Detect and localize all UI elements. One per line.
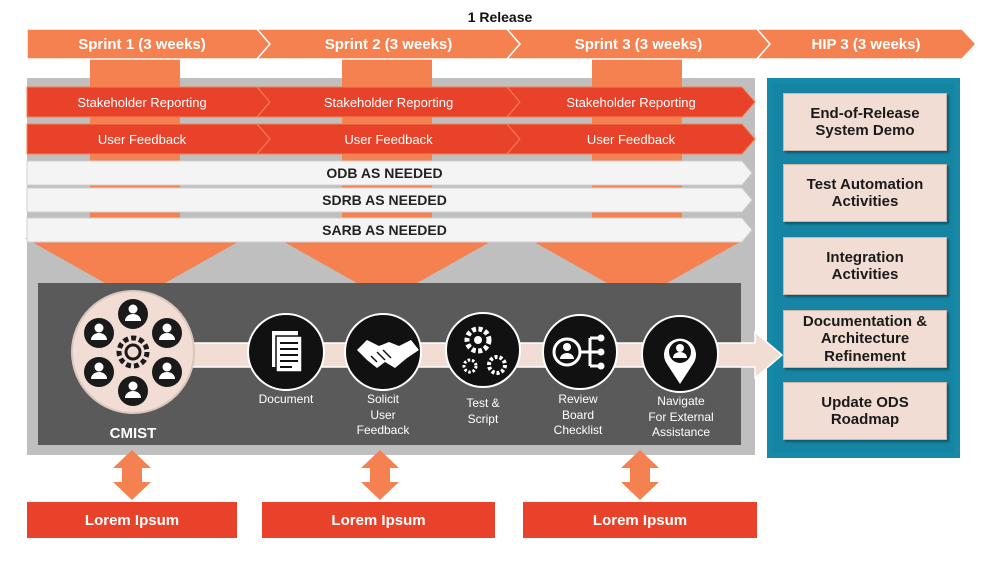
review-board-icon: [542, 314, 618, 390]
double-arrow-icon: [621, 450, 659, 500]
board-arrows: [26, 160, 753, 243]
board-label-sdrb: SDRB AS NEEDED: [322, 192, 447, 208]
board-label-odb: ODB AS NEEDED: [326, 165, 443, 181]
stakeholder-reporting-label: Stakeholder Reporting: [77, 94, 207, 110]
board-label-sarb: SARB AS NEEDED: [322, 222, 447, 238]
feedback-band: [26, 123, 756, 155]
cmist-label: CMIST: [109, 424, 157, 442]
output-box-2: Lorem Ipsum: [262, 502, 495, 538]
user-feedback-label: User Feedback: [586, 131, 676, 147]
hip-activity-roadmap: Update ODS Roadmap: [783, 382, 947, 440]
output-box-1: Lorem Ipsum: [27, 502, 237, 538]
hip-activity-documentation: Documentation & Architecture Refinement: [783, 310, 947, 368]
double-arrow-icon: [113, 450, 151, 500]
sprint-label-2: Sprint 2 (3 weeks): [324, 35, 453, 53]
sprint-label-3: Sprint 3 (3 weeks): [574, 35, 703, 53]
output-connectors: [113, 450, 659, 500]
document-icon: [247, 313, 325, 391]
people-circle-gear-icon: [71, 290, 195, 414]
sprint-label-1: Sprint 1 (3 weeks): [78, 35, 206, 53]
step-label-solicit: Solicit User Feedback: [356, 392, 410, 438]
stakeholder-band: [26, 86, 756, 118]
output-box-3: Lorem Ipsum: [523, 502, 757, 538]
user-feedback-label: User Feedback: [344, 131, 433, 147]
step-label-test: Test & Script: [466, 396, 500, 426]
handshake-icon: [344, 313, 422, 391]
location-pin-person-icon: [641, 315, 719, 393]
double-arrow-icon: [361, 450, 399, 500]
hip-activity-test-automation: Test Automation Activities: [783, 164, 947, 222]
step-label-navigate: Navigate For External Assistance: [648, 394, 714, 440]
hip-activity-demo: End-of-Release System Demo: [783, 93, 947, 151]
user-feedback-label: User Feedback: [97, 131, 187, 147]
stakeholder-reporting-label: Stakeholder Reporting: [566, 94, 696, 110]
stakeholder-reporting-label: Stakeholder Reporting: [323, 94, 454, 110]
sprint-chevron-4: [755, 28, 978, 60]
sprint-chevrons: [26, 28, 978, 60]
release-title: 1 Release: [467, 9, 533, 25]
gears-icon: [445, 312, 521, 388]
step-label-document: Document: [258, 392, 314, 406]
step-label-review: Review Board Checklist: [553, 392, 603, 438]
hip-label: HIP 3 (3 weeks): [811, 35, 921, 53]
hip-activity-integration: Integration Activities: [783, 237, 947, 295]
